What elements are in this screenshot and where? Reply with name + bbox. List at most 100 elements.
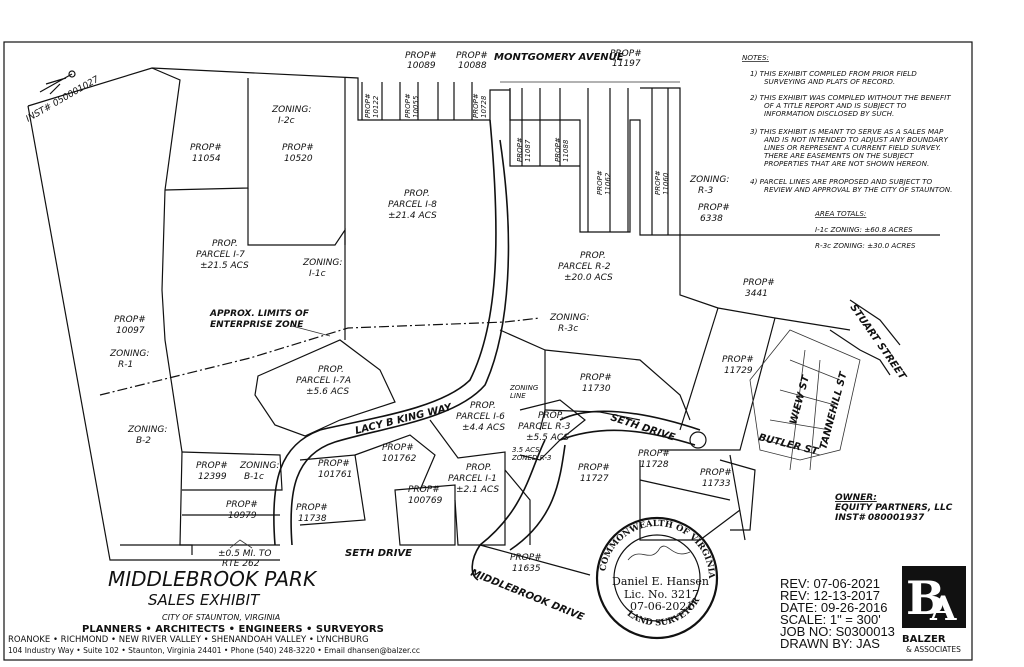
svg-text:B: B: [906, 571, 945, 625]
street-middlebrook-drive: MIDDLEBROOK DRIVE: [469, 568, 586, 624]
owner-inst: INST# 080001937: [835, 513, 925, 523]
logo-name: BALZER: [902, 634, 946, 645]
instrument-label: INST# 050001027: [25, 75, 102, 125]
prop-10097: PROP#10097: [114, 315, 146, 336]
prop-11087: PROP#11087: [516, 137, 532, 162]
prop-11733: PROP#11733: [700, 468, 732, 489]
street-seth-drive-south: SETH DRIVE: [345, 548, 412, 559]
street-stuart-street: STUART STREET: [848, 302, 909, 382]
prop-12399: PROP#12399: [196, 461, 228, 482]
rev-1: REV: 07-06-2021: [780, 576, 880, 591]
note-line: 2) THIS EXHIBIT WAS COMPILED WITHOUT THE…: [750, 93, 951, 102]
zoning-b1c: ZONING:B-1c: [239, 461, 279, 482]
zoning-i2c: ZONING:I-2c: [271, 105, 311, 126]
prop-10122: PROP#10122: [364, 93, 380, 118]
prop-11635: PROP#11635: [510, 553, 542, 574]
parcel-i7a: PROP.PARCEL I-7A±5.6 ACS: [296, 365, 351, 397]
logo-mark-icon: [902, 566, 966, 628]
prop-11054: PROP#11054: [190, 143, 222, 164]
parcel-r3: PROP.PARCEL R-3±5.5 ACS: [518, 411, 571, 443]
firm-cities: ROANOKE • RICHMOND • NEW RIVER VALLEY • …: [8, 635, 369, 645]
note-line: OF A TITLE REPORT AND IS SUBJECT TO: [764, 101, 907, 110]
owner-heading: OWNER:: [835, 493, 877, 503]
prop-6338: PROP#6338: [698, 203, 730, 224]
area-r3c: R-3c ZONING: ±30.0 ACRES: [815, 241, 916, 250]
zoning-i1c: ZONING:I-1c: [302, 258, 342, 279]
note-line: PROPERTIES THAT ARE NOT SHOWN HEREON.: [764, 159, 929, 168]
rev-scale: SCALE: 1" = 300': [780, 612, 881, 627]
rev-job: JOB NO: S0300013: [780, 624, 895, 639]
street-butler-st: BUTLER ST: [757, 432, 820, 458]
parcel-labels: PROP.PARCEL I-8±21.4 ACS PROP.PARCEL I-7…: [196, 189, 613, 495]
street-seth-drive-east: SETH DRIVE: [609, 412, 676, 443]
prop-11738: PROP#11738: [296, 503, 328, 524]
notes-heading: NOTES:: [742, 53, 769, 62]
prop-10728: PROP#10728: [472, 93, 488, 118]
street-wiew-st: WIEW ST: [788, 373, 812, 425]
prop-100769: PROP#100769: [408, 485, 443, 506]
street-tannehill-st: TANNEHILL ST: [818, 370, 850, 451]
prop-11728: PROP#11728: [638, 449, 670, 470]
map-city: CITY OF STAUNTON, VIRGINIA: [162, 613, 280, 622]
north-arrow-icon: [39, 70, 76, 95]
notes-block: NOTES: 1) THIS EXHIBIT COMPILED FROM PRI…: [742, 53, 952, 250]
note-line: 3) THIS EXHIBIT IS MEANT TO SERVE AS A S…: [750, 127, 944, 136]
prop-101761: PROP#101761: [318, 459, 352, 480]
area-i1c: I-1c ZONING: ±60.8 ACRES: [815, 225, 913, 234]
zoning-b2: ZONING:B-2: [127, 425, 167, 446]
rev-2: REV: 12-13-2017: [780, 588, 880, 603]
prop-101762: PROP#101762: [382, 443, 417, 464]
prop-10055: PROP#10055: [404, 93, 420, 118]
note-line: LINES OR REPRESENT A CURRENT FIELD SURVE…: [764, 143, 941, 152]
enterprise-zone-leader: [291, 325, 331, 337]
note-line: 1) THIS EXHIBIT COMPILED FROM PRIOR FIEL…: [750, 69, 917, 78]
prop-11730: PROP#11730: [580, 373, 612, 394]
note-line: SURVEYING AND PLATS OF RECORD.: [764, 77, 895, 86]
prop-3441: PROP#3441: [743, 278, 775, 299]
owner-block: OWNER: EQUITY PARTNERS, LLC INST# 080001…: [835, 493, 953, 523]
title-block: MIDDLEBROOK PARK SALES EXHIBIT CITY OF S…: [8, 567, 420, 655]
surveyor-seal: COMMONWEALTH OF VIRGINIA LAND SURVEYOR D…: [595, 516, 719, 640]
prop-10979: PROP#10979: [226, 500, 258, 521]
area-totals-heading: AREA TOTALS:: [814, 209, 866, 218]
prop-11729: PROP#11729: [722, 355, 754, 376]
prop-11088: PROP#11088: [554, 137, 570, 162]
svg-text:A: A: [929, 589, 957, 629]
map-title: MIDDLEBROOK PARK: [108, 567, 318, 591]
zoning-r3c: ZONING:R-3c: [549, 313, 589, 334]
note-line: 4) PARCEL LINES ARE PROPOSED AND SUBJECT…: [750, 177, 933, 186]
parcel-r2: PROP.PARCEL R-2±20.0 ACS: [558, 251, 613, 283]
seal-name: Daniel E. Hansen: [612, 575, 709, 588]
note-line: THERE ARE EASEMENTS ON THE SUBJECT: [764, 151, 914, 160]
parcel-i6: PROP.PARCEL I-6±4.4 ACS: [456, 401, 505, 433]
zoning-labels: ZONING:I-2c ZONING:I-1c ZONING:R-3 ZONIN…: [109, 105, 729, 482]
parcel-i8: PROP.PARCEL I-8±21.4 ACS: [388, 189, 437, 221]
parcel-lines: [27, 67, 940, 581]
balzer-logo: B A BALZER & ASSOCIATES: [902, 566, 966, 654]
logo-sub: & ASSOCIATES: [906, 645, 961, 654]
rev-drawn: DRAWN BY: JAS: [780, 636, 880, 651]
rev-date: DATE: 09-26-2016: [780, 600, 887, 615]
note-line: INFORMATION DISCLOSED BY SUCH.: [764, 109, 894, 118]
street-montgomery-avenue: MONTGOMERY AVENUE: [494, 52, 624, 63]
note-line: AND IS NOT INTENDED TO ADJUST ANY BOUNDA…: [763, 135, 949, 144]
prop-11062: PROP#11062: [596, 170, 612, 195]
zoning-r3: ZONING:R-3: [689, 175, 729, 196]
seal-ring-top: COMMONWEALTH OF VIRGINIA: [598, 519, 716, 579]
prop-11727: PROP#11727: [578, 463, 610, 484]
sheet-border: [3, 41, 973, 661]
owner-name: EQUITY PARTNERS, LLC: [835, 503, 953, 513]
prop-10088: PROP#10088: [456, 51, 488, 71]
map-subtitle: SALES EXHIBIT: [148, 591, 261, 609]
seal-date: 07-06-2021: [630, 600, 693, 613]
firm-roles: PLANNERS • ARCHITECTS • ENGINEERS • SURV…: [82, 624, 384, 635]
seal-license: Lic. No. 3217: [624, 588, 699, 601]
parcel-i1: PROP.PARCEL I-1±2.1 ACS: [448, 463, 499, 495]
property-labels: PROP#10089 PROP#10088 PROP#11197 PROP#10…: [114, 49, 775, 574]
prop-11060: PROP#11060: [654, 170, 670, 195]
prop-10520: PROP#10520: [282, 143, 314, 164]
